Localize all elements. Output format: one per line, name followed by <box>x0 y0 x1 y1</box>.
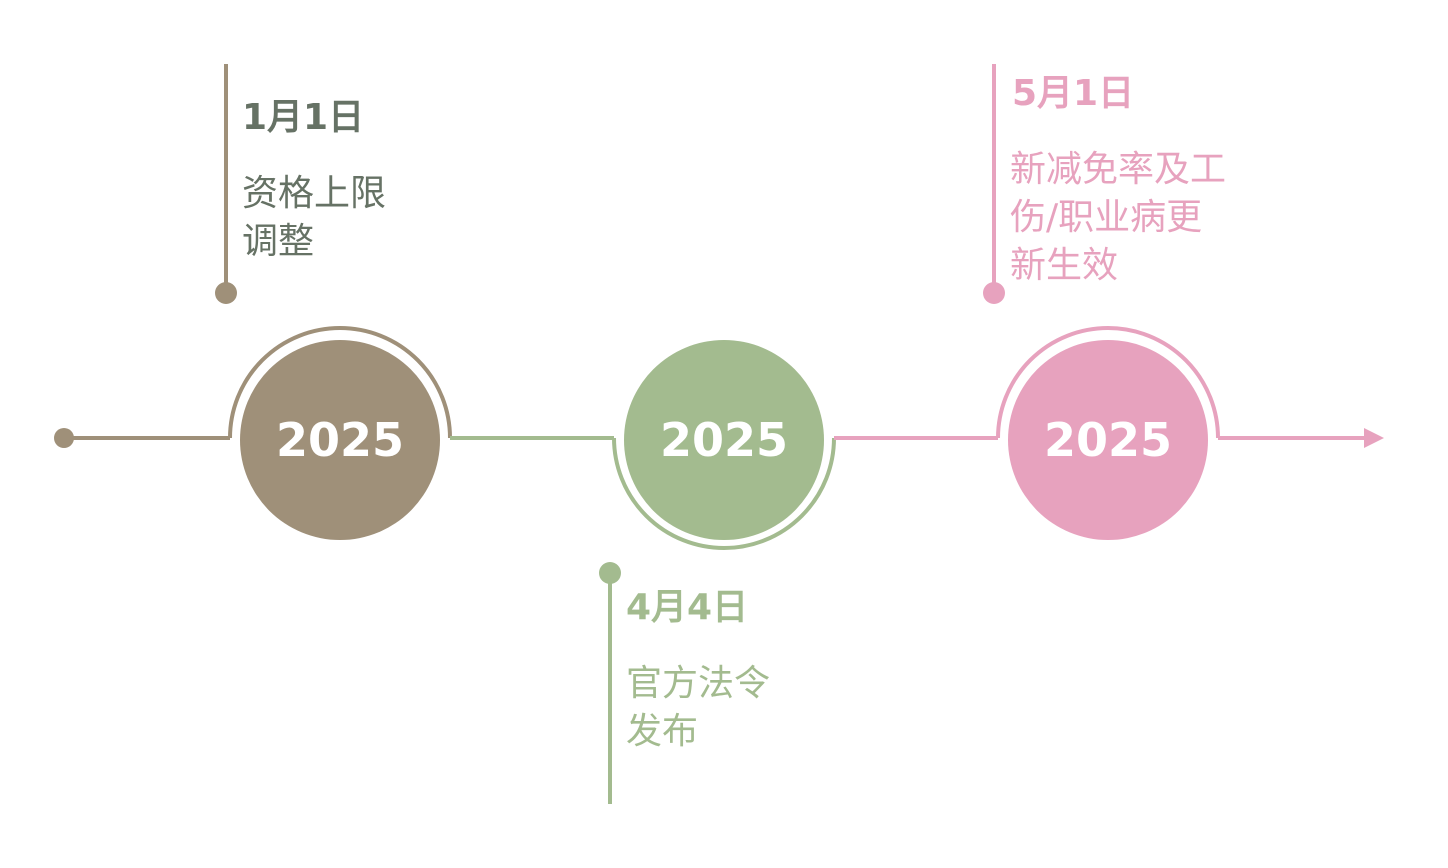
event-2-desc-line-2: 发布 <box>626 711 699 752</box>
event-1-date: 1月1日 <box>242 97 365 138</box>
event-1-desc-line-1: 资格上限 <box>242 173 387 214</box>
event-1-desc-line-2: 调整 <box>242 221 315 262</box>
event-3-date: 5月1日 <box>1012 73 1135 114</box>
event-2-date: 4月4日 <box>626 587 749 628</box>
event-3-connector-dot <box>983 282 1005 304</box>
node-1-arc <box>228 326 452 439</box>
node-2-year: 2025 <box>660 413 788 467</box>
timeline-arrow-head <box>1364 428 1384 448</box>
event-3-description: 新减免率及工 伤/职业病更 新生效 <box>1010 146 1226 290</box>
node-3-arc <box>996 326 1220 439</box>
event-2-description: 官方法令 发布 <box>626 660 770 756</box>
node-3-circle <box>1008 340 1208 540</box>
event-3-desc-line-1: 新减免率及工 <box>1010 149 1227 190</box>
node-2-circle <box>624 340 824 540</box>
event-1-description: 资格上限 调整 <box>242 170 386 266</box>
event-3-desc-line-3: 新生效 <box>1010 245 1119 286</box>
node-3-year: 2025 <box>1044 413 1172 467</box>
event-2-connector-dot <box>599 562 621 584</box>
node-2-arc <box>612 437 836 550</box>
node-1-year: 2025 <box>276 413 404 467</box>
event-2-desc-line-1: 官方法令 <box>626 663 771 704</box>
node-1-circle <box>240 340 440 540</box>
event-1-connector-dot <box>215 282 237 304</box>
event-3-desc-line-2: 伤/职业病更 <box>1010 197 1203 238</box>
